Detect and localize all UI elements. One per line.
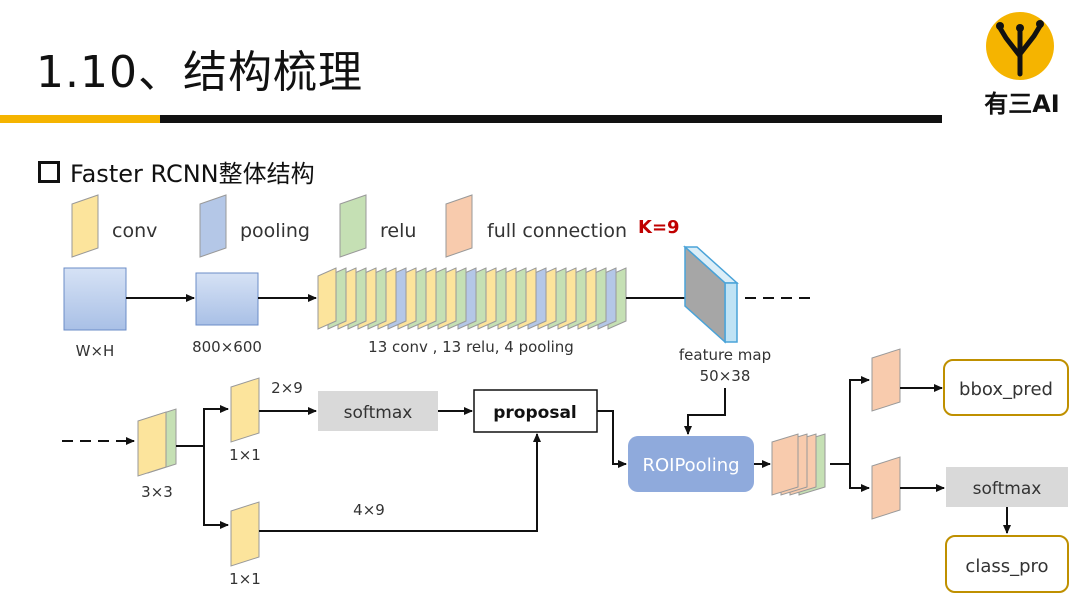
- input-image: [63, 267, 127, 331]
- head-softmax-label: softmax: [973, 479, 1042, 499]
- roi-pooling-box: [628, 436, 754, 492]
- legend-fc-label: full connection: [487, 220, 627, 242]
- head-branch-lower: [849, 464, 870, 492]
- proposal-label: proposal: [493, 403, 577, 423]
- section-heading: Faster RCNN整体结构: [38, 154, 315, 189]
- rpn-cls-conv-label: 1×1: [229, 446, 261, 464]
- rpn-branch-upper: [203, 405, 229, 446]
- head-softmax-box: [946, 467, 1068, 507]
- head-branch-upper: [849, 376, 870, 464]
- rpn-softmax-box: [318, 391, 438, 431]
- rpn-reg-conv-layer: [230, 501, 260, 567]
- resized-image: [195, 272, 259, 326]
- head-layer-fc: [771, 433, 799, 496]
- cls-fc-layer: [871, 456, 901, 520]
- class-pro-label: class_pro: [965, 556, 1048, 577]
- backbone-layer-conv: [317, 267, 337, 330]
- rpn-softmax-label: softmax: [344, 403, 413, 423]
- class-pro-box: [945, 535, 1069, 593]
- proposal-box: [473, 389, 598, 433]
- head-fc-stack: [771, 433, 826, 496]
- rpn-conv3x3-label: 3×3: [141, 483, 173, 501]
- legend-fc-swatch: [445, 194, 473, 258]
- arrow-proposal-to-roipooling: [597, 410, 627, 468]
- bbox-pred-box: [943, 359, 1069, 416]
- legend-conv-label: conv: [112, 220, 157, 242]
- feature-map-label: feature map: [679, 346, 771, 364]
- legend-relu-swatch: [339, 194, 367, 258]
- title-underline: [160, 115, 942, 123]
- legend-pooling-swatch: [199, 194, 227, 258]
- rpn-reg-output-label: 4×9: [353, 501, 385, 519]
- bbox-fc-layer: [871, 348, 901, 412]
- legend: conv pooling relu full connection: [71, 194, 627, 258]
- legend-conv-swatch: [71, 194, 99, 258]
- logo-icon: [986, 12, 1054, 80]
- rpn-cls-conv-layer: [230, 377, 260, 443]
- input-size-label: W×H: [76, 342, 115, 360]
- arrow-reg-to-proposal: [259, 433, 541, 532]
- legend-pooling-label: pooling: [240, 220, 310, 242]
- bullet-square-icon: [38, 160, 60, 183]
- bbox-pred-label: bbox_pred: [959, 379, 1053, 400]
- section-title: Faster RCNN整体结构: [70, 160, 315, 188]
- backbone-label: 13 conv , 13 relu, 4 pooling: [368, 338, 574, 356]
- legend-relu-label: relu: [380, 220, 416, 242]
- feature-map-block: [683, 245, 739, 344]
- roi-pooling-label: ROIPooling: [642, 455, 739, 476]
- backbone-layer-stack: [317, 267, 627, 330]
- logo-text: 有三AI: [984, 90, 1060, 118]
- title-underline-accent: [0, 115, 160, 123]
- rpn-conv3x3-layer: [137, 408, 177, 477]
- feature-map-size: 50×38: [700, 367, 751, 385]
- resized-size-label: 800×600: [192, 338, 262, 356]
- k-label: K=9: [638, 217, 680, 238]
- arrow-feature-map-to-roipooling: [684, 388, 726, 435]
- slide-title: 1.10、结构梳理: [36, 47, 363, 98]
- rpn-reg-conv-label: 1×1: [229, 570, 261, 588]
- rpn-branch-lower: [203, 446, 229, 529]
- rpn-cls-output-label: 2×9: [271, 379, 303, 397]
